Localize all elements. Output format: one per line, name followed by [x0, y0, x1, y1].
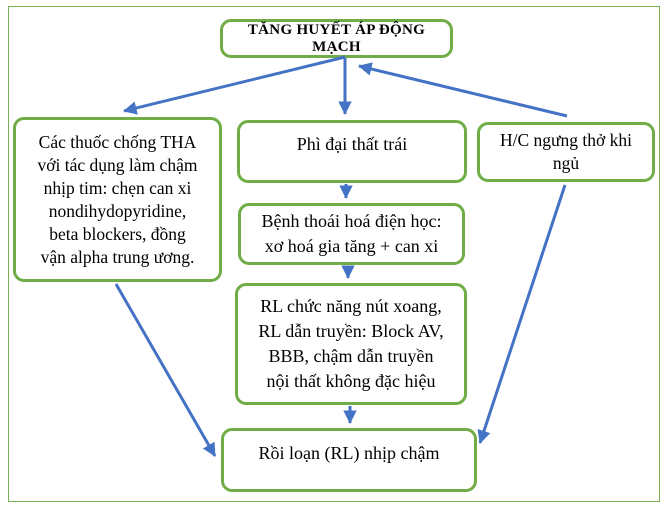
node-antihypertensive-drugs: Các thuốc chống THA với tác dụng làm chậ…: [13, 117, 222, 282]
node-conduction-disorders-label: RL chức năng nút xoang, RL dẫn truyền: B…: [258, 296, 444, 391]
node-left-ventricular-hypertrophy-label: Phì đại thất trái: [296, 134, 408, 154]
node-bradycardia-label: Rồi loạn (RL) nhịp chậm: [258, 442, 440, 463]
node-sleep-apnea-label: H/C ngưng thở khi ngủ: [499, 130, 632, 173]
node-conduction-disorders: RL chức năng nút xoang, RL dẫn truyền: B…: [235, 283, 467, 405]
node-antihypertensive-drugs-label: Các thuốc chống THA với tác dụng làm chậ…: [37, 131, 198, 267]
outer-border-frame: [8, 6, 660, 502]
node-hypertension: TĂNG HUYẾT ÁP ĐỘNG MẠCH: [220, 19, 453, 58]
node-left-ventricular-hypertrophy: Phì đại thất trái: [237, 120, 467, 183]
node-bradycardia: Rồi loạn (RL) nhịp chậm: [221, 428, 477, 492]
node-hypertension-label: TĂNG HUYẾT ÁP ĐỘNG MẠCH: [247, 21, 426, 55]
node-electrical-degeneration-label: Bệnh thoái hoá điện học: xơ hoá gia tăng…: [261, 211, 442, 256]
node-sleep-apnea: H/C ngưng thở khi ngủ: [477, 122, 655, 182]
node-electrical-degeneration: Bệnh thoái hoá điện học: xơ hoá gia tăng…: [238, 203, 465, 265]
